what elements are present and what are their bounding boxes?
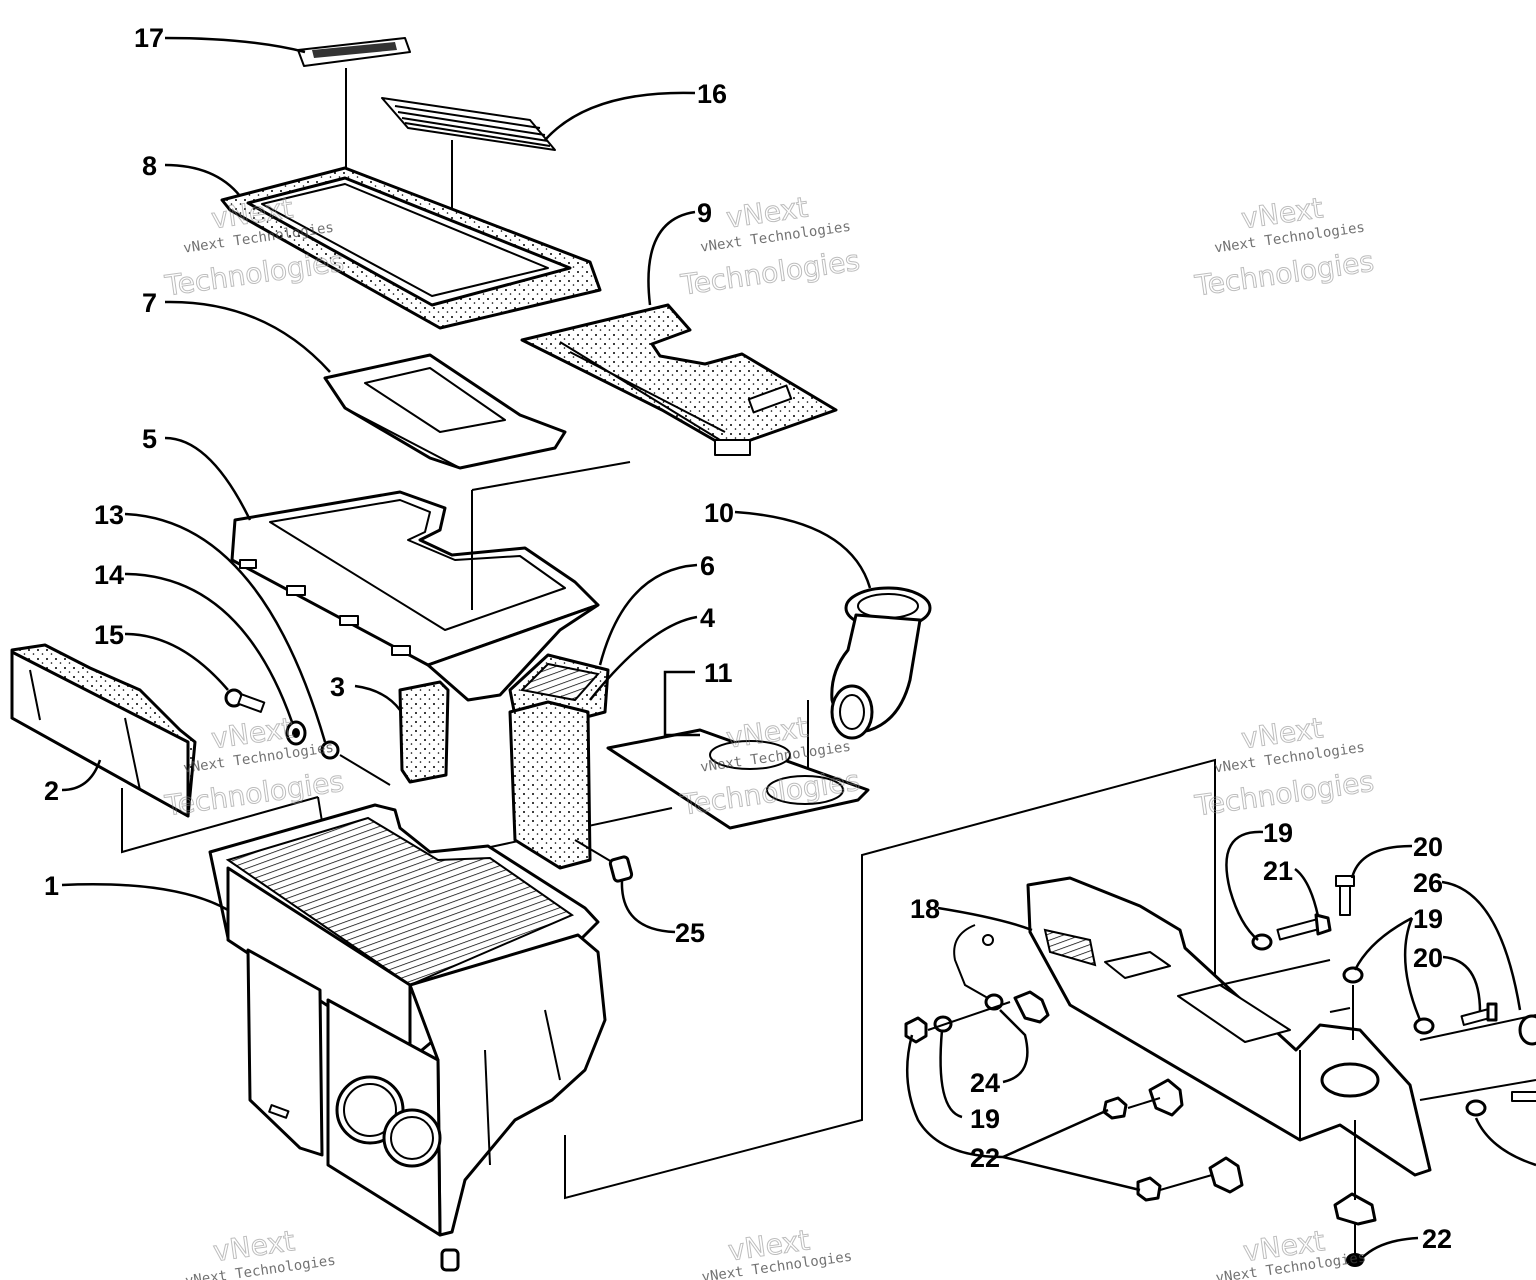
leader-lines [61,36,1536,1259]
part-13-nut [320,740,340,760]
part-25-fitting [608,855,634,883]
callout-6: 6 [700,551,715,581]
callout-25: 25 [675,918,705,948]
callout-22: 22 [1422,1224,1452,1254]
callout-15: 15 [94,620,124,650]
callout-11: 11 [704,658,733,688]
callout-13: 13 [94,500,124,530]
callout-2: 2 [44,776,59,806]
part-11-plate [606,728,870,830]
callout-7: 7 [142,288,157,318]
part-10-intake-elbow [830,586,932,740]
part-9-foam-pad [520,303,838,456]
callout-1: 1 [44,871,59,901]
watermark-bottom-right: vNext vNext Technologies [1215,1224,1367,1280]
callout-4: 4 [700,603,715,633]
part-3-foam [398,680,450,784]
callout-8: 8 [142,151,157,181]
part-7-baffle [323,353,567,470]
part-14-grommet [285,720,307,746]
watermark-bottom-center: vNext vNext Technologies [701,1223,853,1280]
callout-19: 19 [1413,904,1443,934]
callout-26: 26 [1413,868,1443,898]
callout-20: 20 [1413,943,1443,973]
callout-10: 10 [704,498,734,528]
callout-3: 3 [330,672,345,702]
part-15-screw [224,688,266,713]
callout-14: 14 [94,560,124,590]
part-16-decal [381,97,556,151]
callout-20: 20 [1413,832,1443,862]
part-2-side-panel [10,643,197,818]
callout-19: 19 [970,1104,1000,1134]
callout-24: 24 [970,1068,1000,1098]
callout-17: 17 [134,23,164,53]
part-5-air-box-cover [230,490,600,702]
part-1-air-box [208,803,607,1237]
callout-labels: 17 16 8 9 7 5 13 10 6 14 4 15 11 3 2 1 2… [44,23,1452,1254]
callout-5: 5 [142,424,157,454]
callout-16: 16 [697,79,727,109]
watermark-middle-left: vNext vNext Technologies Technologies [162,711,347,823]
callout-9: 9 [697,198,712,228]
watermark-bottom-left: vNext vNext Technologies [184,1224,336,1280]
watermark-middle-right: vNext vNext Technologies Technologies [1192,711,1377,823]
watermark-top-right: vNext vNext Technologies Technologies [1192,191,1377,303]
callout-18: 18 [910,894,940,924]
part-18-console [1026,876,1432,1177]
part-4-foam [508,700,592,870]
part-8-lid-frame [220,166,602,330]
air-box-drain-plug [440,1248,460,1272]
callout-21: 21 [1263,856,1293,886]
callout-19: 19 [1263,818,1293,848]
callout-22: 22 [970,1143,1000,1173]
part-17-decal [297,37,411,67]
